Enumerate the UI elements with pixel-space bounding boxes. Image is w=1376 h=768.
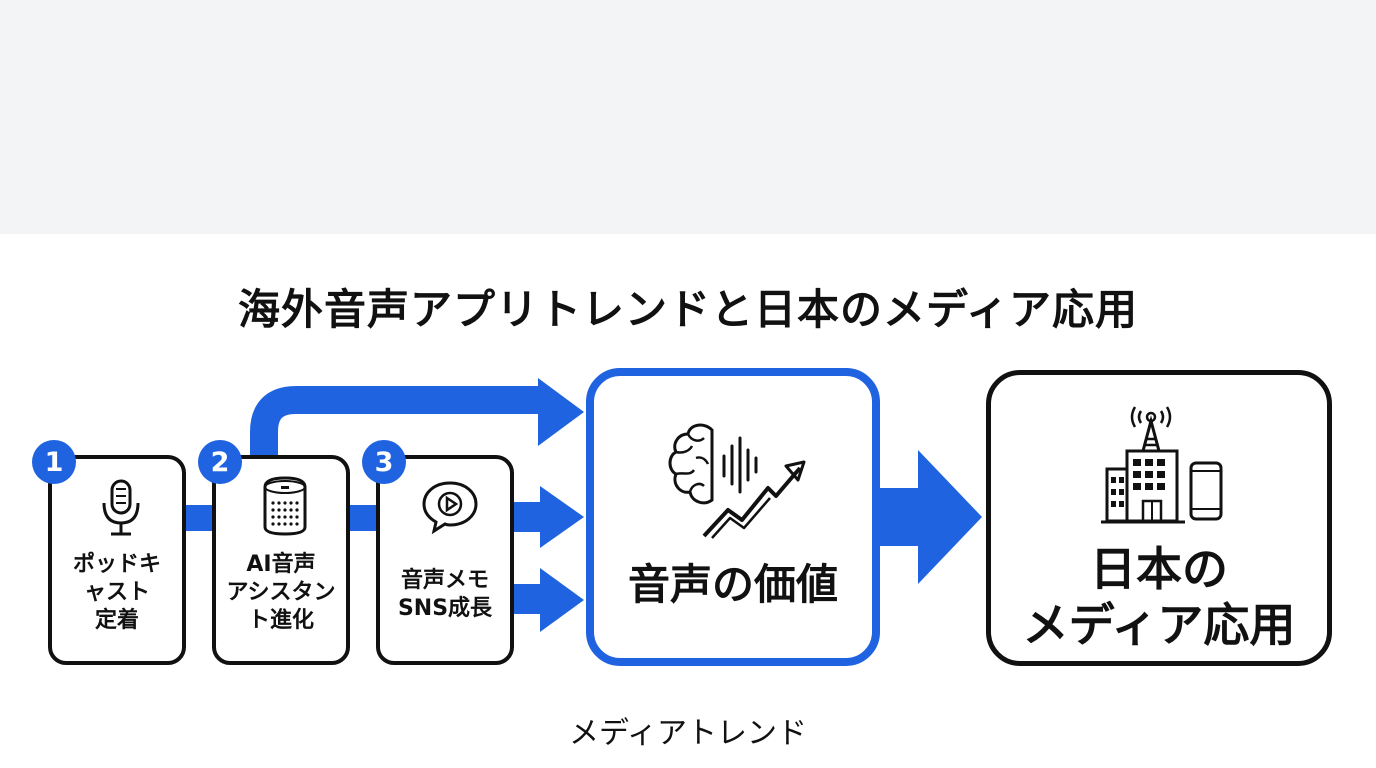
arrow-big-head: [918, 450, 982, 584]
brain-growth-icon: [668, 423, 806, 539]
arrow-mid-shaft: [510, 502, 544, 532]
media-building-icon: [1101, 406, 1223, 524]
step-badge-3: 3: [362, 440, 406, 484]
step-label-3: 音声メモ SNS成長: [397, 568, 493, 621]
chat-play-icon: [422, 481, 478, 535]
center-label: 音声の価値: [627, 560, 838, 609]
step-badge-2: 2: [198, 440, 242, 484]
center-box: 音声の価値: [586, 368, 880, 666]
top-band: [0, 0, 1376, 234]
arrow-top-head: [538, 378, 584, 446]
result-box: 日本の メディア応用: [986, 370, 1332, 666]
step-badge-1: 1: [32, 440, 76, 484]
step-label-1: ポッドキ ャスト 定着: [72, 552, 161, 633]
arrow-mid-head: [540, 486, 584, 548]
step-box-3: 音声メモ SNS成長: [376, 455, 514, 665]
smart-speaker-icon: [263, 476, 307, 536]
arrow-big-shaft: [876, 488, 924, 546]
connector-2-3: [348, 505, 380, 531]
diagram-caption: メディアトレンド: [569, 716, 807, 751]
arrow-bottom-shaft: [510, 584, 544, 614]
connector-1-2: [184, 505, 216, 531]
arrow-top-curve: [250, 386, 540, 455]
step-label-2: AI音声 アシスタン ト進化: [226, 552, 336, 633]
step-box-2: AI音声 アシスタン ト進化: [212, 455, 350, 665]
arrow-bottom-head: [540, 568, 584, 632]
diagram-title: 海外音声アプリトレンドと日本のメディア応用: [237, 285, 1139, 334]
microphone-icon: [102, 479, 140, 536]
step-box-1: ポッドキ ャスト 定着: [48, 455, 186, 665]
result-label: 日本の メディア応用: [1022, 542, 1296, 652]
